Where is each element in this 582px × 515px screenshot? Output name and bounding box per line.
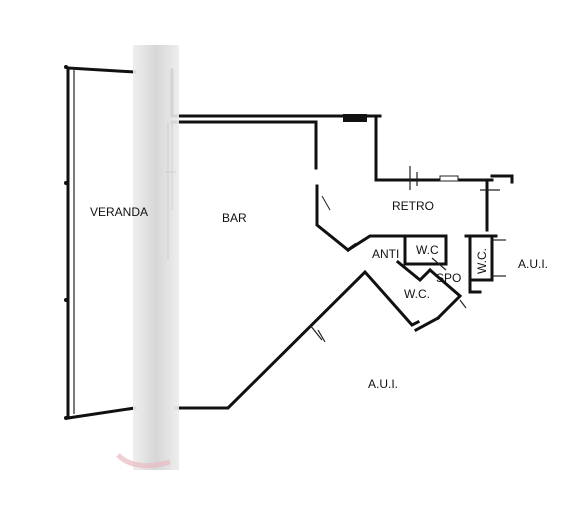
- column-base-mark: [116, 453, 171, 469]
- bar-inner-wall: [315, 184, 448, 253]
- room-label-wc-vertical: W.C.: [475, 248, 489, 274]
- room-label-spo: SPO: [436, 271, 461, 285]
- wc-cluster: [395, 234, 506, 333]
- bar-walls: [170, 68, 514, 232]
- room-label-retro: RETRO: [392, 199, 434, 213]
- bar-lower-boundary: [174, 269, 421, 410]
- room-label-wc-upper: W.C: [416, 243, 439, 257]
- room-label-veranda: VERANDA: [90, 205, 148, 219]
- room-label-bar: BAR: [222, 211, 247, 225]
- room-label-anti: ANTI: [372, 247, 399, 261]
- veranda-walls: [64, 65, 137, 420]
- room-label-aui-right: A.U.I.: [518, 257, 548, 271]
- room-label-wc-lower: W.C.: [404, 287, 430, 301]
- room-label-aui-bottom: A.U.I.: [368, 377, 398, 391]
- blurred-column: [133, 45, 179, 470]
